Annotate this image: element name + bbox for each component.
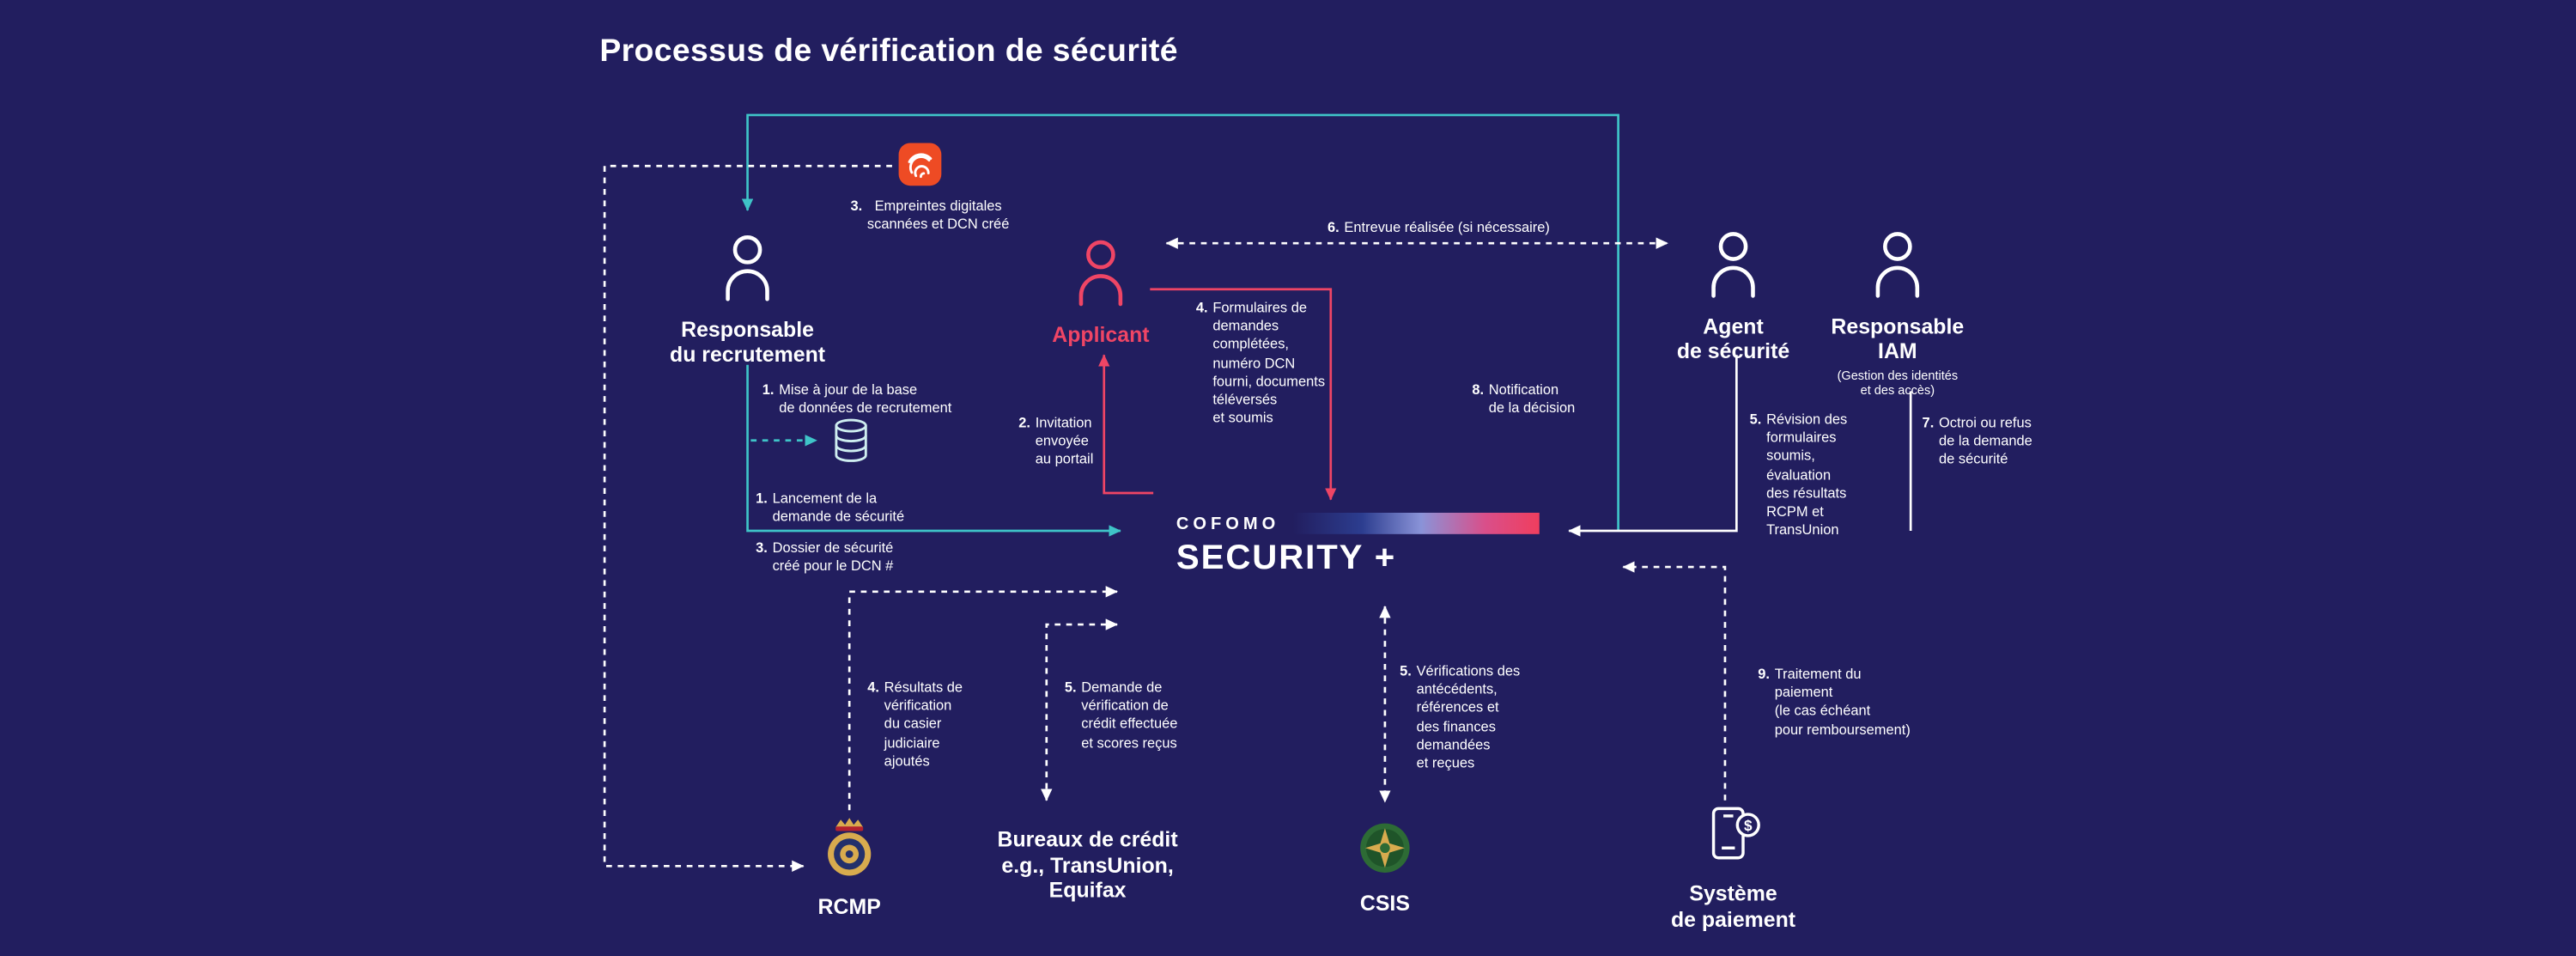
- entity-credit-bureaus-label: Bureaux de crédit e.g., TransUnion, Equi…: [997, 826, 1178, 903]
- flow-notification-line: [741, 113, 1619, 531]
- step-number: 4.: [867, 679, 879, 696]
- step-4-rcmp-results: 4. Résultats de vérification du casier ju…: [867, 679, 963, 770]
- entity-csis-label: CSIS: [1359, 891, 1410, 916]
- step-9-payment: 9.Traitement du paiement (le cas échéant…: [1758, 666, 1911, 740]
- step-5-csis-check: 5.Vérifications des antécédents, référen…: [1400, 662, 1520, 772]
- flow-review-line: [1568, 355, 1738, 537]
- step-number: 1.: [756, 490, 768, 507]
- step-number: 5.: [1064, 679, 1077, 696]
- step-text: Lancement de la demande de sécurité: [772, 490, 905, 525]
- step-text: Traitement du paiement (le cas échéant p…: [1774, 665, 1911, 738]
- step-5-review: 5.Révision des formulaires soumis, évalu…: [1750, 411, 1848, 539]
- step-number: 5.: [1749, 411, 1762, 428]
- payment-icon: $: [1711, 807, 1760, 860]
- step-7-grant-refuse: 7.Octroi ou refus de la demande de sécur…: [1923, 414, 2032, 469]
- security-plus-hub: COFOMO SECURITY +: [1176, 512, 1540, 579]
- step-text: Entrevue réalisée (si nécessaire): [1344, 218, 1550, 235]
- product-name: SECURITY +: [1176, 539, 1397, 577]
- flow-forms-line: [1150, 288, 1337, 501]
- step-text: Mise à jour de la base de données de rec…: [779, 381, 952, 417]
- step-3-dossier: 3.Dossier de sécurité créé pour le DCN #: [756, 539, 893, 576]
- step-number: 2.: [1018, 414, 1030, 431]
- step-text: Vérifications des antécédents, référence…: [1416, 662, 1521, 771]
- step-number: 5.: [1400, 662, 1412, 679]
- step-text: Résultats de vérification du casier judi…: [884, 679, 963, 769]
- database-icon: [831, 417, 871, 472]
- csis-badge-icon: [1360, 823, 1410, 873]
- step-number: 3.: [850, 197, 863, 214]
- page-title: Processus de vérification de sécurité: [599, 33, 1178, 70]
- actor-recruiter: Responsable du recrutement: [624, 230, 871, 368]
- step-6-interview: 6.Entrevue réalisée (si nécessaire): [1327, 218, 1550, 236]
- person-icon: [1711, 232, 1755, 298]
- actor-iam-label: Responsable IAM: [1831, 314, 1965, 364]
- person-icon: [726, 234, 769, 301]
- entity-rcmp: RCMP: [718, 812, 981, 920]
- step-text: Révision des formulaires soumis, évaluat…: [1766, 411, 1848, 538]
- person-icon: [1078, 240, 1123, 307]
- step-text: Dossier de sécurité créé pour le DCN #: [772, 539, 894, 575]
- step-number: 7.: [1922, 414, 1935, 431]
- entity-payment-system: $ Système de paiement: [1601, 802, 1864, 933]
- step-1-update-db: 1.Mise à jour de la base de données de r…: [762, 381, 952, 418]
- actor-security-agent: Agent de sécurité: [1610, 227, 1856, 364]
- step-8-notification: 8.Notification de la décision: [1472, 381, 1575, 418]
- actor-recruiter-label: Responsable du recrutement: [669, 317, 826, 368]
- person-icon: [1875, 232, 1920, 298]
- fingerprint-scan-icon: [897, 142, 944, 196]
- step-number: 1.: [762, 381, 775, 399]
- rcmp-badge-icon: [828, 818, 872, 876]
- step-number: 4.: [1195, 299, 1208, 316]
- step-4-forms: 4.Formulaires de demandes complétées, nu…: [1196, 299, 1325, 428]
- actor-applicant: Applicant: [977, 235, 1224, 348]
- step-text: Invitation envoyée au portail: [1035, 414, 1094, 468]
- step-3-fingerprints: 3.Empreintes digitales scannées et DCN c…: [838, 198, 1022, 234]
- flow-payment-line: [1622, 561, 1727, 801]
- flow-invitation-line: [1098, 354, 1154, 495]
- step-text: Octroi ou refus de la demande de sécurit…: [1939, 414, 2032, 468]
- flow-rcmp-results-line: [848, 586, 1119, 811]
- flow-credit-check-line: [1041, 618, 1119, 801]
- flow-fingerprints-line: [603, 164, 892, 873]
- actor-security-agent-label: Agent de sécurité: [1676, 314, 1790, 364]
- flow-launch-request-line: [746, 364, 1121, 537]
- step-number: 3.: [756, 539, 768, 556]
- step-5-credit-check: 5.Demande de vérification de crédit effe…: [1065, 679, 1178, 752]
- step-number: 6.: [1327, 218, 1340, 235]
- brand-gradient-bar: [1292, 512, 1540, 534]
- entity-csis: CSIS: [1254, 819, 1516, 916]
- step-number: 9.: [1758, 665, 1770, 683]
- step-text: Demande de vérification de crédit effect…: [1081, 679, 1178, 751]
- step-text: Notification de la décision: [1488, 381, 1576, 417]
- actor-applicant-label: Applicant: [1052, 322, 1150, 347]
- dollar-symbol: $: [1744, 817, 1753, 834]
- entity-rcmp-label: RCMP: [817, 893, 881, 919]
- step-1-launch-request: 1.Lancement de la demande de sécurité: [756, 490, 904, 527]
- entity-payment-label: Système de paiement: [1670, 880, 1796, 932]
- brand-name: COFOMO: [1176, 513, 1280, 533]
- step-number: 8.: [1472, 381, 1485, 399]
- entity-credit-bureaus: Bureaux de crédit e.g., TransUnion, Equi…: [957, 822, 1219, 904]
- actor-iam-sublabel: (Gestion des identités et des accès): [1837, 367, 1959, 399]
- step-text: Formulaires de demandes complétées, numé…: [1212, 299, 1326, 426]
- step-2-invitation: 2. Invitation envoyée au portail: [1018, 414, 1093, 469]
- actor-iam: Responsable IAM (Gestion des identités e…: [1774, 227, 2020, 399]
- step-text: Empreintes digitales scannées et DCN cré…: [866, 197, 1010, 233]
